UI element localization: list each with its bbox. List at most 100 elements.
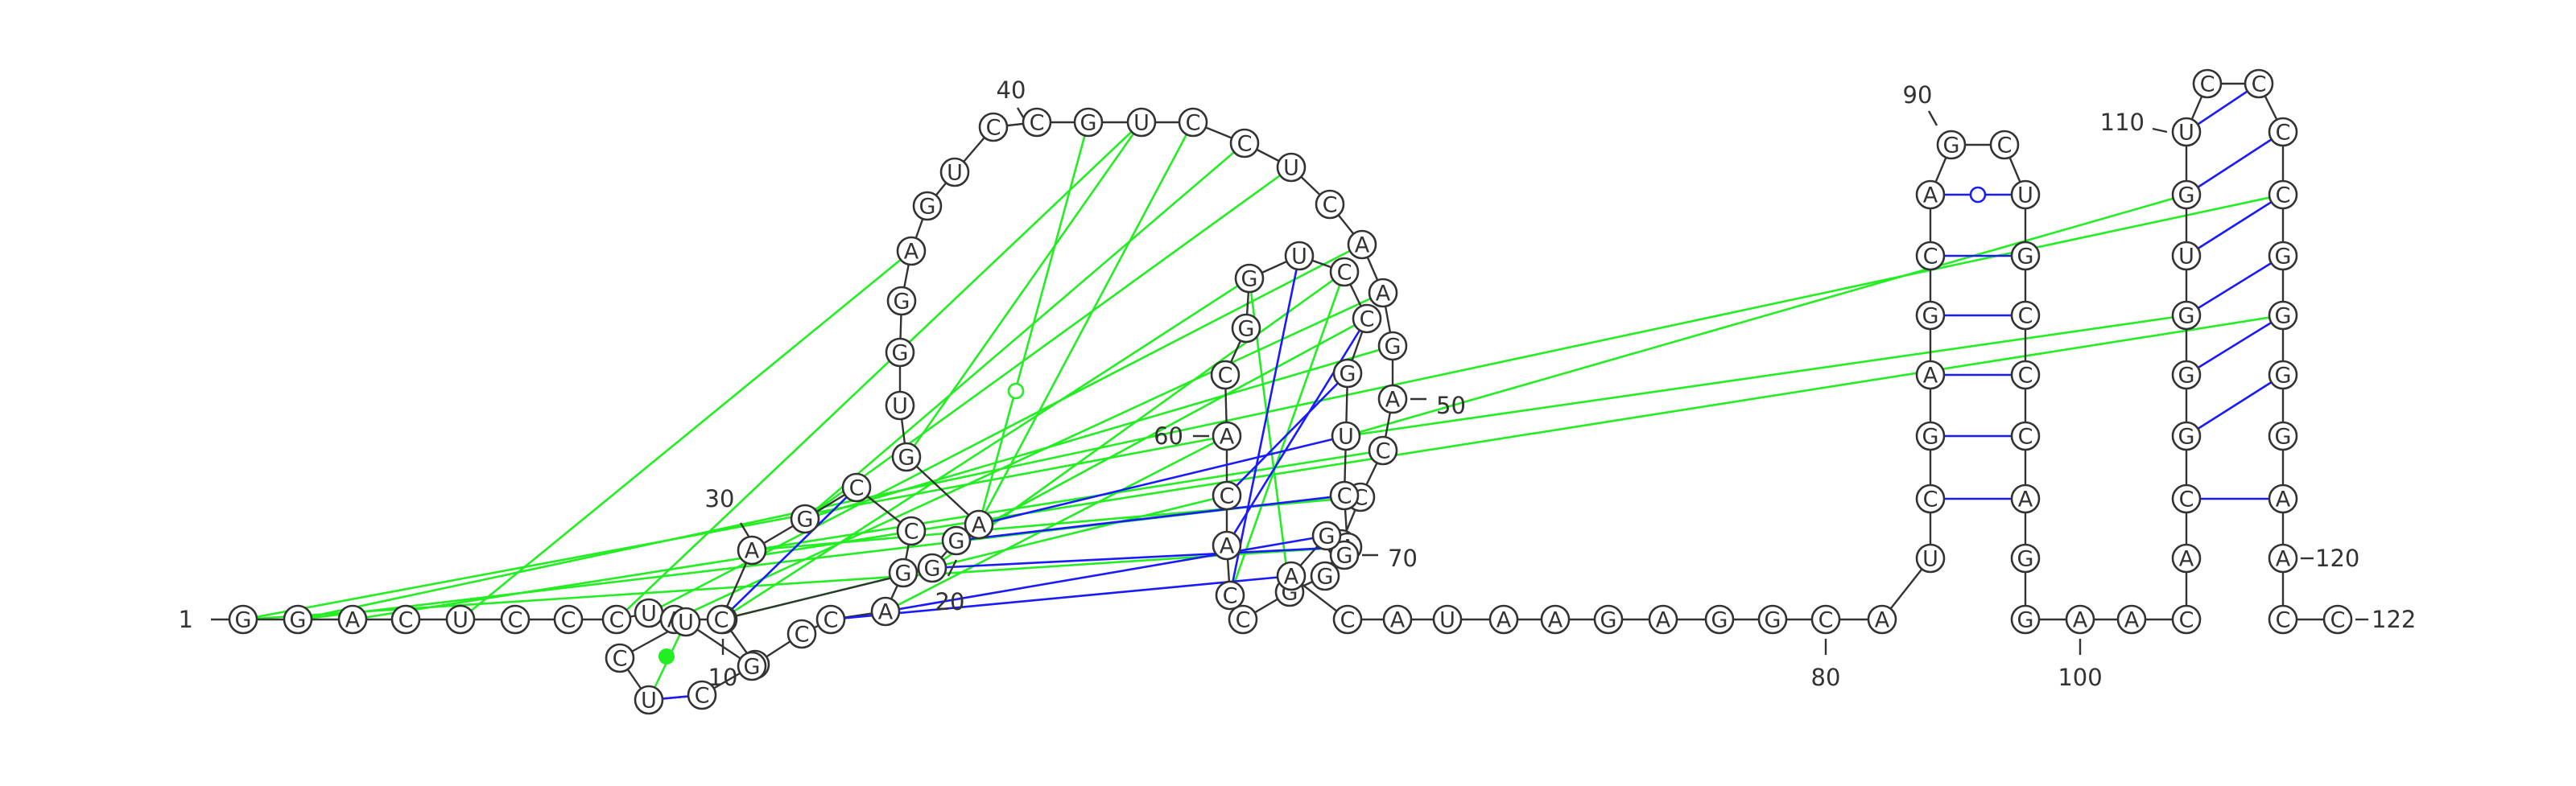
- nucleotide: C: [687, 680, 717, 710]
- nucleotide: C: [601, 604, 632, 635]
- nucleotide-letter: G: [1711, 608, 1728, 633]
- nucleotide-letter: C: [2252, 72, 2267, 97]
- nucleotide: A: [1377, 384, 1408, 414]
- nucleotide-letter: G: [1238, 317, 1255, 342]
- nucleotide: A: [2268, 543, 2298, 574]
- nucleotide-circle: [1332, 358, 1363, 389]
- nucleotide-circle: [2010, 421, 2041, 451]
- nucleotide-letter: G: [1080, 111, 1097, 136]
- nucleotide-letter: C: [2200, 72, 2215, 97]
- nucleotide-letter: C: [1360, 307, 1375, 332]
- nucleotide-letter: G: [895, 562, 912, 586]
- nucleotide-circle: [2010, 179, 2041, 210]
- nucleotide: U: [671, 607, 701, 637]
- base-number-label: 50: [1436, 392, 1466, 419]
- nucleotide-letter: C: [986, 116, 1001, 141]
- nucleotide: G: [2010, 241, 2041, 271]
- nucleotide: C: [605, 643, 635, 673]
- nucleotide-circle: [1915, 179, 1946, 210]
- nucleotide-letter: U: [2178, 245, 2194, 270]
- base-number-label: 40: [997, 76, 1026, 104]
- nucleotide-circle: [2171, 484, 2202, 514]
- nucleotide-letter: C: [609, 608, 625, 633]
- nucleotide: G: [2171, 179, 2202, 210]
- base-pair-bond: [1228, 255, 1301, 596]
- nucleotide-circle: [2010, 241, 2041, 271]
- nucleotide-letter: G: [2178, 425, 2195, 450]
- nucleotide-letter: G: [2275, 304, 2292, 329]
- nucleotide: G: [1704, 604, 1735, 635]
- base-number-label: 1: [179, 606, 193, 633]
- nucleotide-circle: [390, 604, 421, 635]
- nucleotide: C: [1329, 257, 1360, 287]
- nucleotide-circle: [2268, 604, 2298, 635]
- nucleotide-letter: A: [2276, 547, 2291, 572]
- nucleotide-circle: [1212, 421, 1242, 451]
- nucleotide-circle: [1073, 107, 1104, 138]
- nucleotide-circle: [1368, 435, 1398, 466]
- nucleotide-letter: A: [2073, 608, 2088, 633]
- nucleotide-circle: [1915, 300, 1946, 331]
- nucleotide: C: [706, 604, 737, 635]
- nucleotide-circle: [896, 236, 927, 266]
- nucleotide: C: [2192, 68, 2223, 99]
- tertiary-interaction-layer: [242, 121, 2284, 701]
- nucleotide-letter: G: [744, 655, 761, 680]
- nucleotide: C: [1332, 604, 1363, 635]
- nucleotide-circle: [1329, 540, 1360, 570]
- nucleotide: C: [1915, 241, 1946, 271]
- nucleotide-circle: [1231, 313, 1261, 344]
- nucleotide: G: [1329, 540, 1360, 570]
- nucleotide-letter: C: [1340, 608, 1356, 633]
- tertiary-interaction-line: [720, 277, 1250, 621]
- base-number-label: 20: [935, 588, 965, 615]
- tertiary-interaction-line: [460, 249, 912, 621]
- nucleotide-letter: U: [1283, 156, 1299, 181]
- nucleotide-letter: G: [1317, 565, 1334, 590]
- gu-pair-marker: [1969, 186, 1987, 204]
- base-number-label: 60: [1154, 422, 1183, 450]
- tertiary-interaction-line: [956, 317, 1368, 542]
- base-number-label: 110: [2100, 109, 2145, 136]
- nucleotide: C: [1989, 130, 2020, 160]
- nucleotide-circle: [1178, 107, 1208, 138]
- nucleotide-letter: G: [2017, 608, 2034, 633]
- tertiary-interaction-marker: [658, 648, 675, 665]
- nucleotide: C: [896, 516, 927, 546]
- nucleotide-circle: [888, 558, 919, 588]
- tertiary-interaction-line: [804, 344, 1393, 521]
- nucleotide: G: [1936, 130, 1967, 160]
- nucleotide: C: [1210, 360, 1241, 390]
- nucleotide-letter: C: [2179, 488, 2194, 512]
- nucleotide-circle: [2268, 421, 2298, 451]
- nucleotide: A: [2010, 484, 2041, 514]
- number-tick: [1927, 110, 1938, 126]
- nucleotide: A: [1347, 229, 1377, 260]
- nucleotide-letter: A: [1284, 565, 1299, 590]
- nucleotide-circle: [2010, 360, 2041, 390]
- nucleotide: A: [1648, 604, 1678, 635]
- nucleotide-circle: [283, 604, 313, 635]
- nucleotide-circle: [2171, 241, 2202, 271]
- base-pair-bond: [931, 545, 1348, 570]
- nucleotide-letter: U: [892, 394, 908, 419]
- nucleotide-circle: [1329, 480, 1360, 511]
- nucleotide-letter: A: [2179, 547, 2194, 572]
- nucleotide-circle: [841, 472, 872, 503]
- nucleotide-circle: [671, 607, 701, 637]
- nucleotide-letter: G: [2275, 425, 2292, 450]
- nucleotide-circle: [964, 509, 994, 540]
- nucleotide-circle: [896, 516, 927, 546]
- nucleotide: G: [790, 504, 820, 534]
- nucleotide: C: [786, 619, 817, 649]
- nucleotide-circle: [337, 604, 368, 635]
- nucleotide-letter: U: [1338, 425, 1354, 450]
- nucleotide-circle: [1276, 561, 1307, 591]
- nucleotide: C: [1229, 128, 1260, 158]
- nucleotide-circle: [605, 643, 635, 673]
- nucleotide-letter: C: [2018, 304, 2033, 329]
- nucleotide-letter: U: [1439, 608, 1455, 633]
- nucleotide-letter: C: [1997, 134, 2013, 158]
- nucleotide-circle: [1022, 107, 1052, 138]
- nucleotide-circle: [2171, 604, 2202, 635]
